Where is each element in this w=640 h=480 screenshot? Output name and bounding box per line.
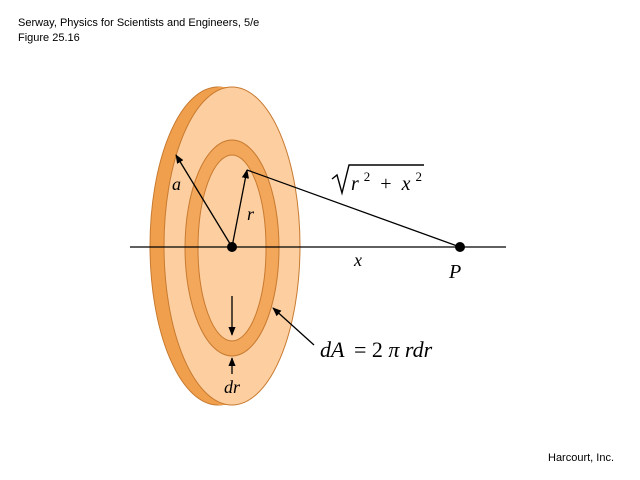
sqrt-x: x: [401, 173, 411, 195]
book-title: Serway, Physics for Scientists and Engin…: [18, 17, 260, 29]
sqrt-exponent-2: 2: [415, 169, 422, 184]
disk-center-point: [227, 242, 237, 252]
publisher-credit: Harcourt, Inc.: [548, 452, 615, 464]
area-element-equation: dA = 2 π rdr: [320, 337, 433, 362]
radius-a-arrow: [175, 154, 233, 248]
label-P: P: [448, 261, 461, 283]
eq-pi: π: [388, 337, 400, 362]
eq-dA: dA: [320, 337, 345, 362]
dA-arrow: [272, 307, 315, 346]
point-P: [455, 242, 465, 252]
figure-caption: Serway, Physics for Scientists and Engin…: [18, 16, 259, 46]
distance-expression: r 2 + x 2: [351, 164, 422, 195]
sqrt-r: r: [351, 173, 359, 195]
figure-number: Figure 25.16: [18, 32, 80, 44]
eq-equals-two: = 2: [354, 337, 383, 362]
radius-r-arrow: [231, 169, 250, 248]
label-dr: dr: [224, 377, 241, 397]
sqrt-radical-icon: [331, 164, 424, 196]
label-r: r: [247, 204, 255, 224]
eq-rdr: rdr: [405, 337, 433, 362]
label-a: a: [172, 174, 181, 194]
sqrt-exponent-1: 2: [364, 169, 371, 184]
sqrt-plus: +: [380, 173, 391, 195]
label-x: x: [353, 250, 362, 270]
distance-line: [246, 169, 461, 248]
